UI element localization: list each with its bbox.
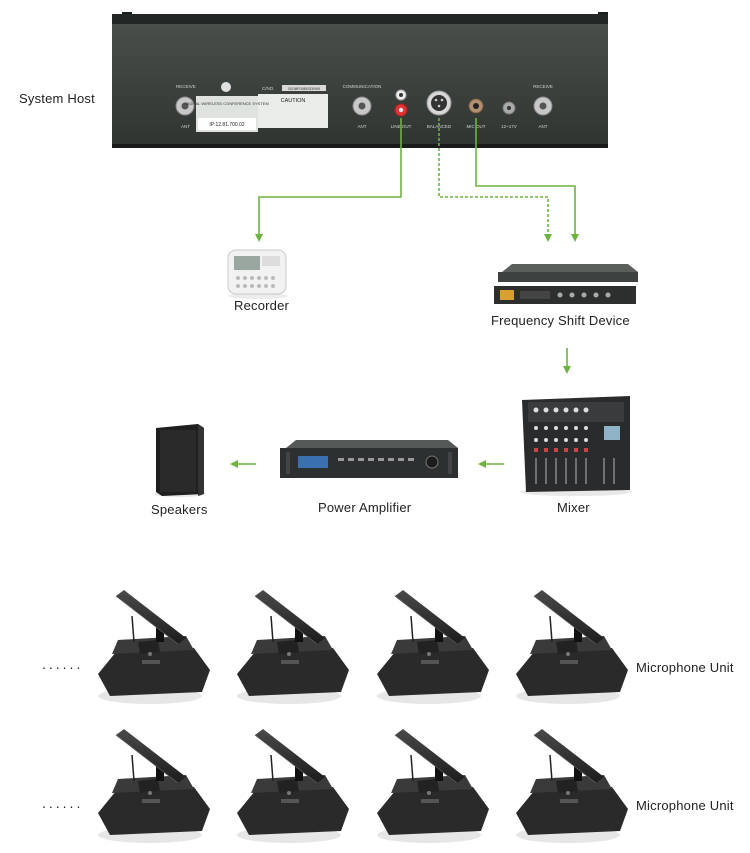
mic-unit-r1-2 xyxy=(235,588,351,706)
host-logo-title: DIGITAL WIRELESS CONFERENCE SYSTEM xyxy=(185,101,269,106)
system-host-device: RECEIVE ANT DIGITAL WIRELESS CONFERENCE … xyxy=(112,12,608,148)
host-communication-label: COMMUNICATION xyxy=(343,84,382,89)
host-ant-mid-label: ANT xyxy=(358,124,367,129)
host-caution-label: CAUTION xyxy=(281,98,306,104)
label-power-amplifier: Power Amplifier xyxy=(318,500,412,515)
label-mixer: Mixer xyxy=(557,500,590,515)
mic-unit-r2-2 xyxy=(235,727,351,845)
connection-arrows xyxy=(230,118,579,468)
label-microphone-unit-row1: Microphone Unit xyxy=(636,660,734,675)
mic-unit-r2-3 xyxy=(375,727,491,845)
host-ip-label: IP:12.81.700.02 xyxy=(209,122,245,128)
continuation-dots-row1: ...... xyxy=(42,656,84,672)
label-speakers: Speakers xyxy=(151,502,208,517)
label-recorder: Recorder xyxy=(234,298,290,313)
continuation-dots-row2: ...... xyxy=(42,795,84,811)
host-serial-number: S0J8F00B033990 xyxy=(288,86,321,91)
host-balanced-label: BALANCED xyxy=(427,124,452,129)
arrow-host-to-recorder xyxy=(255,118,402,242)
microphone-units xyxy=(96,588,630,845)
host-receive-right-label: RECEIVE xyxy=(533,84,553,89)
host-ant-left-label: ANT xyxy=(181,124,190,129)
host-ant-right-label: ANT xyxy=(539,124,548,129)
speaker-device xyxy=(154,424,206,497)
power-amplifier-device xyxy=(280,440,458,478)
frequency-shift-device xyxy=(494,264,638,304)
arrow-host-micout-to-frequency-shift xyxy=(475,118,579,242)
mic-unit-r1-4 xyxy=(514,588,630,706)
mic-unit-r1-1 xyxy=(96,588,212,706)
mic-unit-r1-3 xyxy=(375,588,491,706)
recorder-device xyxy=(227,249,288,299)
host-power-label: 12~17V xyxy=(501,124,517,129)
label-frequency-shift-device: Frequency Shift Device xyxy=(491,313,630,328)
host-receive-left-label: RECEIVE xyxy=(176,84,196,89)
label-microphone-unit-row2: Microphone Unit xyxy=(636,798,734,813)
mic-unit-r2-4 xyxy=(514,727,630,845)
mic-unit-r2-1 xyxy=(96,727,212,845)
host-cno-label: C/NO. xyxy=(262,86,275,91)
label-system-host: System Host xyxy=(19,91,95,106)
mixer-device xyxy=(520,396,632,496)
